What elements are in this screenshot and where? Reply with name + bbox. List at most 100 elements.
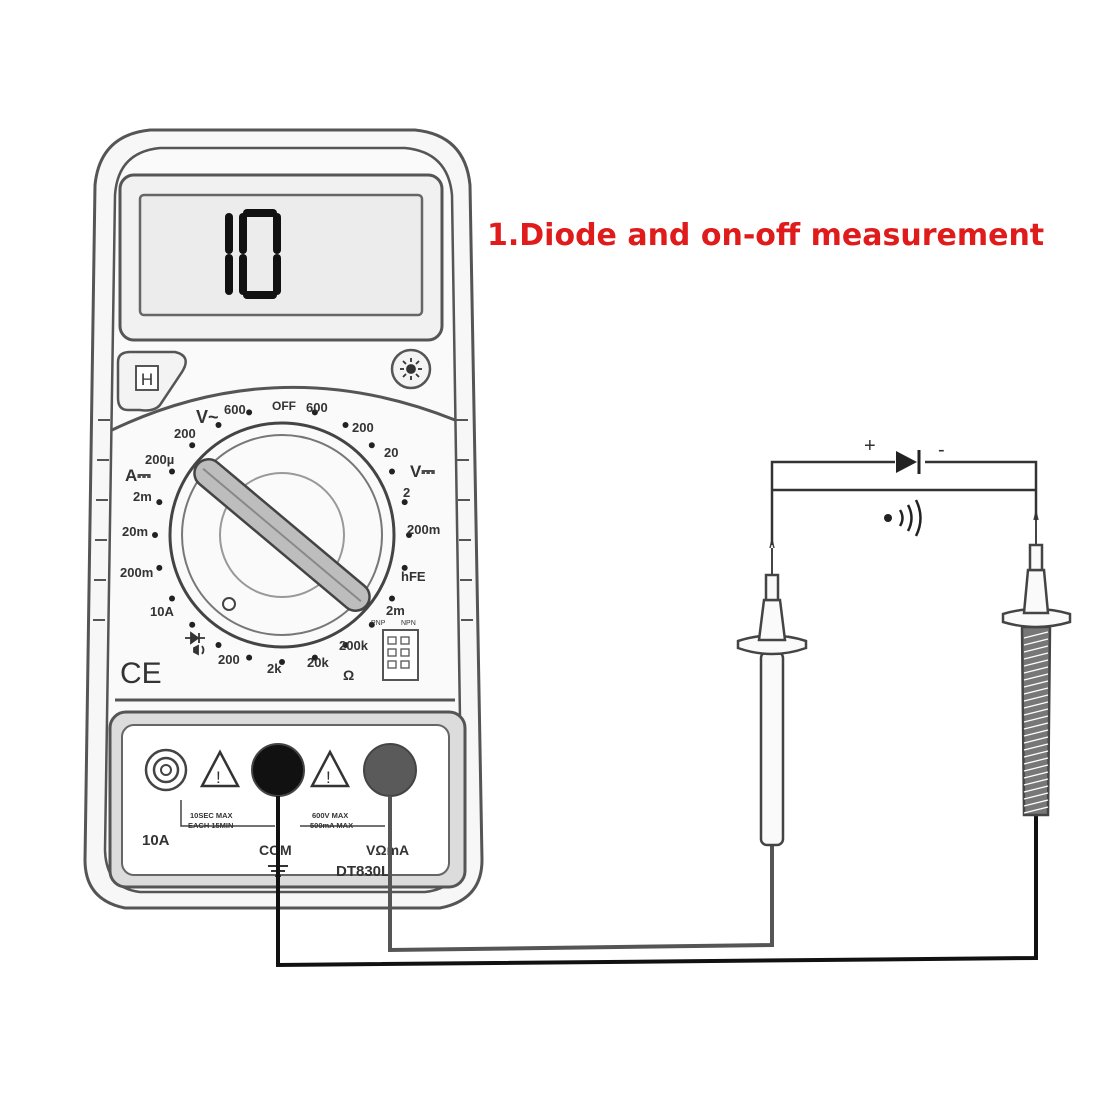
dial-dot	[215, 641, 222, 648]
warning-text-10a-1: 10SEC MAX	[190, 811, 233, 820]
probe-grip-line	[1023, 715, 1049, 723]
warning-text-v-2: 500mA MAX	[310, 821, 353, 830]
label-jack-10a: 10A	[142, 832, 170, 849]
dial-dot	[342, 641, 349, 648]
dial-dot	[246, 409, 253, 416]
label-ohm-200: 200	[218, 652, 240, 667]
label-pnp: PNP	[371, 620, 386, 627]
diode-continuity-icon	[185, 631, 205, 656]
probe-grip-line	[1023, 771, 1049, 779]
dial-dot	[156, 564, 163, 571]
lcd-bezel	[118, 173, 444, 342]
dial-dot	[406, 532, 412, 538]
label-v-ac-600: 600	[224, 402, 246, 417]
probe-grip-line	[1023, 722, 1049, 730]
hold-button[interactable]: H	[116, 350, 187, 412]
diode-symbol	[896, 450, 921, 474]
dial-dot	[311, 409, 318, 416]
dial-markings	[152, 409, 412, 665]
jack-com[interactable]	[251, 743, 305, 797]
label-ohm-2m: 2m	[386, 603, 405, 618]
probe-grip-line	[1023, 729, 1049, 737]
label-ohm: Ω	[343, 667, 354, 683]
probe-grip-line	[1023, 757, 1049, 765]
label-ohm-2k: 2k	[267, 661, 282, 676]
dial-dot	[215, 422, 222, 429]
diode-circuit	[770, 460, 1038, 545]
probe-grip-line	[1023, 750, 1049, 758]
label-a-10: 10A	[150, 604, 174, 619]
dial-dot	[311, 654, 318, 661]
probe-grip-line	[1023, 806, 1049, 814]
warning-icon: !	[199, 749, 241, 788]
svg-text:!: !	[326, 768, 331, 787]
selector-knob[interactable]	[189, 454, 376, 617]
label-v-ac: V~	[196, 407, 219, 427]
dial-labels: OFF V~ 600 200 600 200 20 V⎓ 2 200m hFE …	[120, 399, 440, 683]
wires	[276, 796, 1038, 968]
label-off: OFF	[272, 399, 296, 413]
probe-grip-line	[1023, 743, 1049, 751]
label-a-20m: 20m	[122, 524, 148, 539]
label-a-2m: 2m	[133, 489, 152, 504]
plus-label: +	[864, 435, 876, 457]
probe-grip-line	[1023, 631, 1049, 639]
probe-grip-line	[1023, 785, 1049, 793]
dial-dot	[279, 659, 285, 665]
probe-grip-line	[1023, 652, 1049, 660]
probe-grip-line	[1023, 701, 1049, 709]
dial-dot	[368, 621, 375, 628]
warning-text-10a-2: EACH 15MIN	[188, 821, 233, 830]
warning-text-v-1: 600V MAX	[312, 811, 348, 820]
probe-grip-line	[1023, 694, 1049, 702]
dial-dot	[156, 499, 163, 506]
label-hfe: hFE	[401, 569, 426, 584]
dial-dot	[169, 595, 176, 602]
jack-panel	[108, 710, 467, 889]
probe-grip-line	[1023, 708, 1049, 716]
svg-text:!: !	[216, 768, 221, 787]
dial-dot	[368, 442, 375, 449]
probe-grip-line	[1023, 764, 1049, 772]
probe-grip-line	[1023, 778, 1049, 786]
dial-dot	[189, 621, 196, 628]
label-npn: NPN	[401, 620, 416, 627]
hfe-socket[interactable]: PNP NPN	[371, 620, 419, 681]
probe-grip-line	[1023, 666, 1049, 674]
label-ohm-20k: 20k	[307, 655, 329, 670]
ce-logo: CE	[120, 657, 162, 690]
jack-v-ohm-ma[interactable]	[363, 743, 417, 797]
probe-red	[736, 539, 808, 847]
dial-dot	[388, 468, 395, 475]
diagram-title: 1.Diode and on-off measurement	[487, 218, 1045, 253]
jack-10a[interactable]	[144, 748, 188, 792]
probe-grip-line	[1023, 687, 1049, 695]
label-a-200m: 200m	[120, 565, 153, 580]
dial-dot	[401, 499, 408, 506]
label-v-dc-200m: 200m	[407, 522, 440, 537]
probe-grip-line	[1023, 792, 1049, 800]
probe-grip-line	[1023, 659, 1049, 667]
label-ohm-200k: 200k	[339, 638, 369, 653]
label-v-dc: V⎓	[410, 462, 435, 481]
backlight-button[interactable]	[390, 348, 432, 390]
dial-dot	[152, 532, 158, 538]
label-v-dc-600: 600	[306, 400, 328, 415]
lcd-reading	[225, 209, 281, 299]
label-jack-com: COM	[259, 842, 292, 858]
minus-label: -	[938, 439, 945, 461]
label-v-ac-200: 200	[174, 426, 196, 441]
probe-grip-line	[1023, 645, 1049, 653]
probe-grip-line	[1023, 680, 1049, 688]
dial-dot	[342, 422, 349, 429]
hold-label: H	[141, 370, 153, 389]
probe-black	[1001, 511, 1072, 817]
sun-icon	[400, 358, 422, 380]
label-v-dc-2: 2	[403, 485, 410, 500]
probe-grip-line	[1023, 736, 1049, 744]
rotary-selector[interactable]	[168, 421, 396, 649]
probe-grip-line	[1023, 673, 1049, 681]
dial-dot	[388, 595, 395, 602]
label-a-dc: A⎓	[125, 466, 151, 485]
